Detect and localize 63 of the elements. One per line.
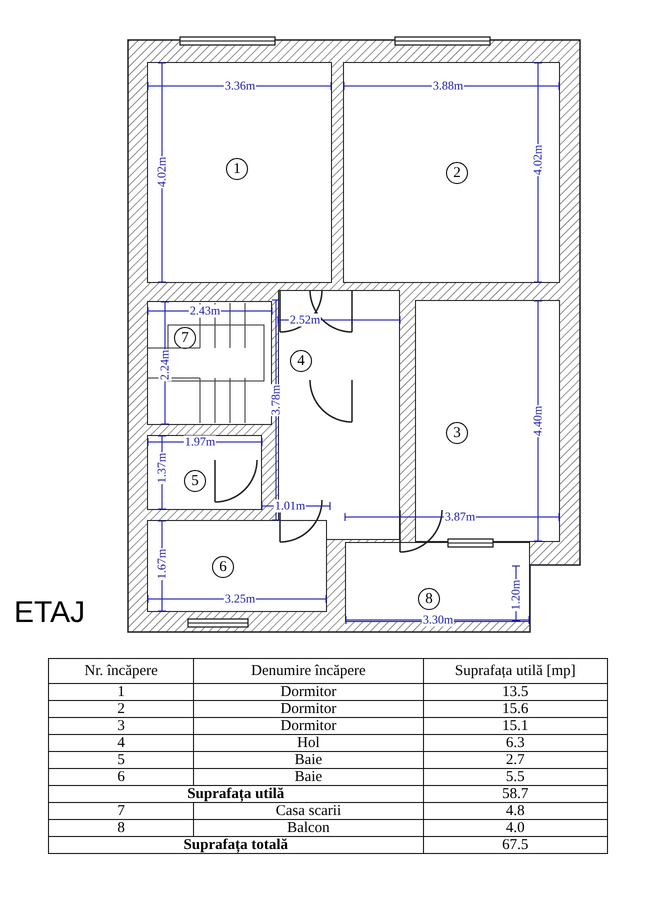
table-cell: Hol [194, 734, 424, 752]
table-cell: Dormitor [194, 700, 424, 718]
room-floor [147, 62, 332, 283]
dimension-label: 3.88m [432, 80, 464, 92]
dimension-label: 1.97m [184, 436, 216, 448]
dimension-label: 3.30m [422, 614, 454, 626]
dimension-label: 3.25m [224, 592, 256, 606]
dimension-label: 4.02m [532, 144, 544, 176]
table-cell: 58.7 [423, 786, 608, 802]
table-cell: 4.0 [423, 820, 608, 836]
dimension-label: 2.43m [188, 304, 222, 318]
room-number: 5 [184, 470, 206, 492]
room-number: 4 [290, 350, 312, 372]
room-number: 6 [212, 556, 234, 578]
room-number: 3 [446, 422, 468, 444]
table-cell: 5 [48, 752, 194, 768]
table-cell: 15.1 [423, 718, 608, 734]
dimension-label: 1.37m [156, 452, 168, 484]
table-cell: Balcon [194, 820, 424, 836]
floor-title: ETAJ [14, 596, 86, 630]
table-cell: 1 [48, 684, 194, 700]
dimension-label: 3.78m [270, 384, 282, 416]
table-cell: Baie [194, 752, 424, 768]
room-floor [415, 300, 560, 542]
room-floor [343, 62, 560, 283]
dimension-label: 1.20m [510, 578, 522, 612]
table-cell: 6 [48, 768, 194, 786]
table-cell: Casa scarii [194, 802, 424, 820]
table-header-cell: Denumire încăpere [194, 658, 424, 684]
table-cell: 15.6 [423, 700, 608, 718]
table-cell: 3 [48, 718, 194, 734]
table-cell: Dormitor [194, 684, 424, 700]
table-cell: 67.5 [423, 836, 608, 854]
table-cell: 8 [48, 820, 194, 836]
room-number: 7 [174, 327, 196, 349]
table-cell: 7 [48, 802, 194, 820]
room-number: 2 [446, 162, 468, 184]
table-cell: 2.7 [423, 752, 608, 768]
room-floor [147, 520, 327, 612]
dimension-label: 4.40m [532, 404, 544, 438]
table-header-cell: Suprafața utilă [mp] [423, 658, 608, 684]
dimension-label: 4.02m [156, 156, 168, 188]
table-header-cell: Nr. încăpere [48, 658, 194, 684]
table-cell: 13.5 [423, 684, 608, 700]
table-cell: 5.5 [423, 768, 608, 786]
table-cell: 4 [48, 734, 194, 752]
room-number: 8 [418, 588, 440, 610]
table-cell: 6.3 [423, 734, 608, 752]
room-floor [278, 290, 400, 540]
dimension-label: 3.87m [444, 510, 476, 524]
dimension-label: 2.24m [158, 348, 172, 382]
table-cell: Baie [194, 768, 424, 786]
dimension-label: 3.36m [224, 80, 256, 92]
table-cell: Suprafața totală [48, 836, 424, 854]
table-cell: Dormitor [194, 718, 424, 734]
dimension-label: 1.67m [156, 548, 168, 580]
room-floor [345, 542, 530, 622]
dimension-label: 1.01m [274, 500, 306, 512]
table-cell: Suprafața utilă [48, 786, 424, 802]
table-cell: 2 [48, 700, 194, 718]
room-number: 1 [226, 158, 248, 180]
table-cell: 4.8 [423, 802, 608, 820]
dimension-label: 2.52m [288, 314, 322, 326]
